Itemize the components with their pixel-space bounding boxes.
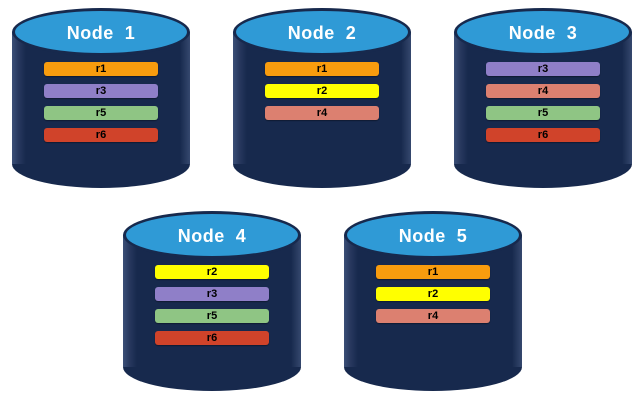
replica-bar[interactable]: r5 bbox=[486, 106, 600, 120]
replica-stack: r1 r2 r4 bbox=[376, 265, 490, 331]
replica-bar[interactable]: r4 bbox=[486, 84, 600, 98]
cylinder-top-ellipse bbox=[123, 211, 301, 259]
replica-bar[interactable]: r4 bbox=[265, 106, 379, 120]
replica-bar[interactable]: r2 bbox=[376, 287, 490, 301]
replica-stack: r3 r4 r5 r6 bbox=[486, 62, 600, 150]
cylinder-top-ellipse bbox=[233, 8, 411, 56]
replica-bar[interactable]: r5 bbox=[155, 309, 269, 323]
replica-bar[interactable]: r3 bbox=[155, 287, 269, 301]
replica-bar[interactable]: r2 bbox=[265, 84, 379, 98]
node-cylinder[interactable]: Node 5 r1 r2 r4 bbox=[344, 211, 522, 391]
replica-bar[interactable]: r3 bbox=[44, 84, 158, 98]
cylinder-top-ellipse bbox=[344, 211, 522, 259]
replica-bar[interactable]: r6 bbox=[44, 128, 158, 142]
replica-bar[interactable]: r5 bbox=[44, 106, 158, 120]
replica-bar[interactable]: r3 bbox=[486, 62, 600, 76]
node-title: Node 1 bbox=[66, 23, 136, 43]
replica-bar[interactable]: r4 bbox=[376, 309, 490, 323]
node-title: Node 2 bbox=[287, 23, 357, 43]
replica-stack: r1 r2 r4 bbox=[265, 62, 379, 128]
replica-bar[interactable]: r6 bbox=[486, 128, 600, 142]
node-cylinder[interactable]: Node 3 r3 r4 r5 r6 bbox=[454, 8, 632, 188]
replica-bar[interactable]: r6 bbox=[155, 331, 269, 345]
replica-stack: r2 r3 r5 r6 bbox=[155, 265, 269, 353]
node-cylinder[interactable]: Node 1 r1 r3 r5 r6 bbox=[12, 8, 190, 188]
cylinder-top-ellipse bbox=[12, 8, 190, 56]
replica-stack: r1 r3 r5 r6 bbox=[44, 62, 158, 150]
node-title: Node 5 bbox=[398, 226, 468, 246]
node-title: Node 3 bbox=[508, 23, 578, 43]
node-cylinder[interactable]: Node 4 r2 r3 r5 r6 bbox=[123, 211, 301, 391]
node-cylinder[interactable]: Node 2 r1 r2 r4 bbox=[233, 8, 411, 188]
replica-bar[interactable]: r1 bbox=[265, 62, 379, 76]
node-title: Node 4 bbox=[177, 226, 247, 246]
replica-bar[interactable]: r1 bbox=[376, 265, 490, 279]
replica-bar[interactable]: r1 bbox=[44, 62, 158, 76]
cylinder-top-ellipse bbox=[454, 8, 632, 56]
replica-bar[interactable]: r2 bbox=[155, 265, 269, 279]
